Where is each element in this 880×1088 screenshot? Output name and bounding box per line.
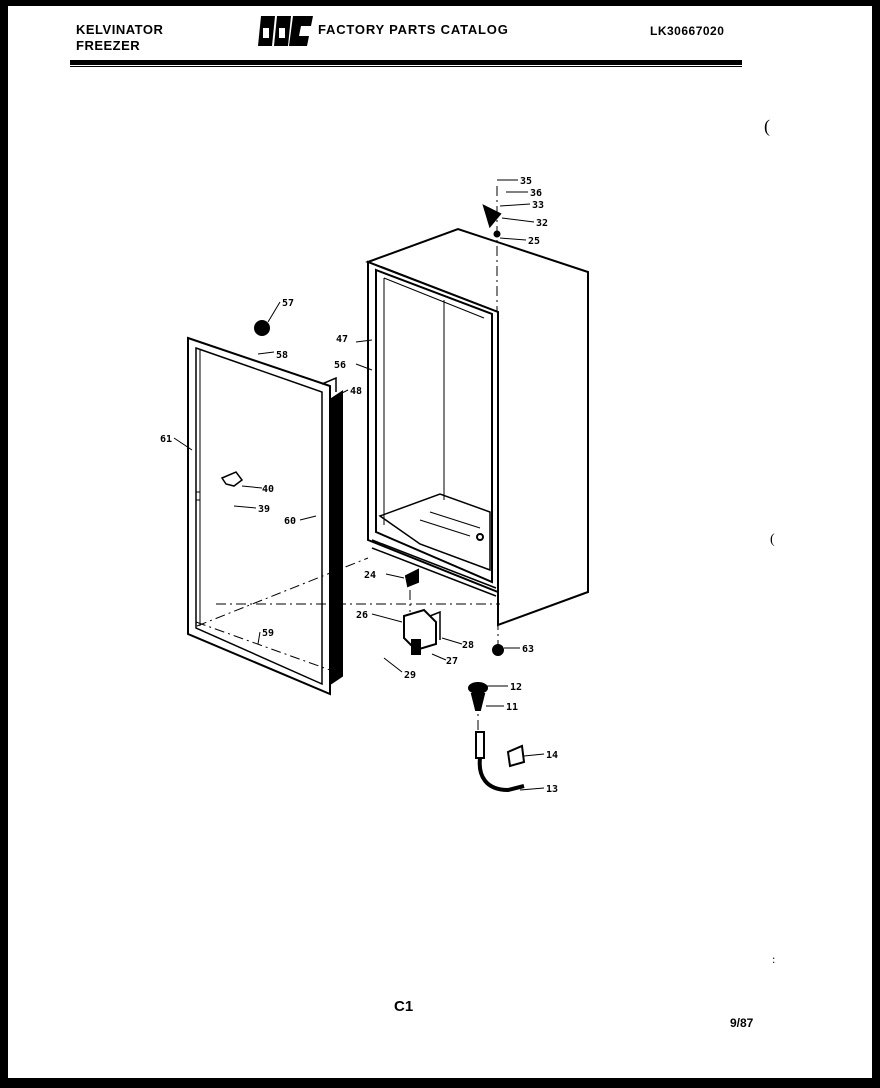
callout-label: 36 bbox=[530, 188, 542, 199]
callout-label: 26 bbox=[356, 610, 368, 621]
margin-mark: ( bbox=[764, 116, 770, 136]
callout-label: 28 bbox=[462, 640, 474, 651]
callout-label: 29 bbox=[404, 670, 416, 681]
callout-label: 32 bbox=[536, 218, 548, 229]
callout-label: 58 bbox=[276, 350, 288, 361]
margin-mark: : bbox=[772, 952, 776, 966]
callout-label: 56 bbox=[334, 360, 346, 371]
callout-label: 27 bbox=[446, 656, 458, 667]
hinge-top-part bbox=[482, 204, 502, 229]
cabinet-base-rail bbox=[371, 539, 497, 597]
drain-hole bbox=[476, 533, 484, 541]
model-code: LK30667020 bbox=[650, 24, 725, 38]
callout-label: 59 bbox=[262, 628, 274, 639]
callout-label: 63 bbox=[522, 644, 534, 655]
door-panel bbox=[187, 336, 331, 696]
callout-label: 35 bbox=[520, 176, 532, 187]
callout-label: 40 bbox=[262, 484, 274, 495]
callout-label: 12 bbox=[510, 682, 522, 693]
drain-clip bbox=[506, 744, 526, 768]
cabinet-inner-back bbox=[383, 277, 485, 525]
brand-name: KELVINATOR bbox=[76, 22, 164, 37]
revision-date: 9/87 bbox=[730, 1016, 754, 1030]
callout-label: 47 bbox=[336, 334, 348, 345]
header-rule-thin bbox=[70, 66, 742, 67]
drain-cap bbox=[468, 682, 488, 694]
cabinet-opening bbox=[375, 268, 493, 584]
callout-label: 57 bbox=[282, 298, 294, 309]
door-handle-bracket bbox=[220, 471, 244, 487]
hinge-bracket bbox=[403, 608, 437, 652]
callout-label: 60 bbox=[284, 516, 296, 527]
callout-label: 11 bbox=[506, 702, 518, 713]
hinge-bottom-part bbox=[404, 568, 419, 588]
margin-mark: ( bbox=[770, 532, 775, 547]
callout-label: 25 bbox=[528, 236, 540, 247]
wci-logo-icon bbox=[258, 16, 313, 46]
catalog-title: FACTORY PARTS CATALOG bbox=[318, 22, 509, 37]
callout-label: 24 bbox=[364, 570, 376, 581]
door-inner bbox=[195, 346, 323, 686]
door-gasket bbox=[329, 390, 343, 686]
callout-label: 13 bbox=[546, 784, 558, 795]
callout-label: 14 bbox=[546, 750, 558, 761]
callout-label: 33 bbox=[532, 200, 544, 211]
header-rule bbox=[70, 60, 742, 65]
drain-tube bbox=[475, 731, 485, 759]
knob-57 bbox=[254, 320, 270, 336]
page-id: C1 bbox=[394, 998, 414, 1015]
product-type: FREEZER bbox=[76, 38, 141, 53]
callout-label: 61 bbox=[160, 434, 172, 445]
callout-label: 48 bbox=[350, 386, 362, 397]
cabinet-front bbox=[367, 260, 499, 594]
cabinet-floor bbox=[378, 493, 491, 572]
callout-label: 39 bbox=[258, 504, 270, 515]
